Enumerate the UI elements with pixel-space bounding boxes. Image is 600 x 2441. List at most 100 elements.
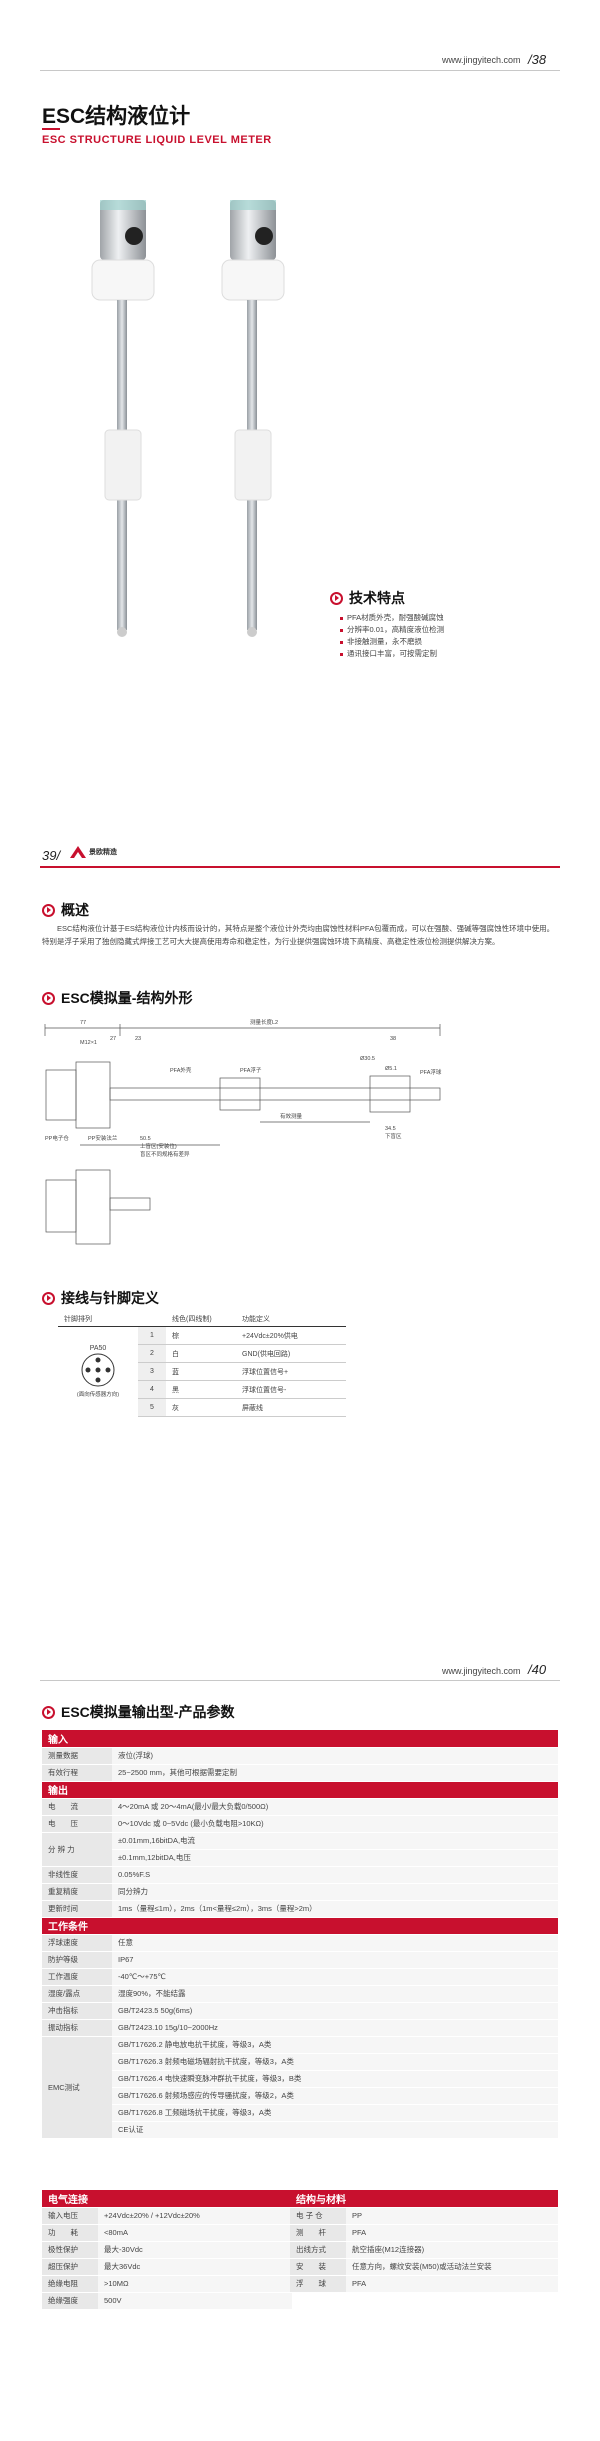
pin-color: 灰 xyxy=(166,1398,236,1417)
param-label: 分 辨 力 xyxy=(42,1832,112,1867)
param-label: 非线性度 xyxy=(42,1866,112,1884)
param-value: PP xyxy=(346,2207,558,2225)
table-row: GB/T17626.3 射频电磁场辐射抗干扰度，等级3，A类 xyxy=(42,2053,558,2071)
table-row: 浮球速度任意 xyxy=(42,1934,558,1952)
pin-diagram-cell: PA50 (面向传感器方向) xyxy=(58,1327,138,1417)
page-40: www.jingyitech.com /40 ESC模拟量输出型-产品参数 输入… xyxy=(0,1660,600,2441)
table-row: ±0.1mm,12bitDA,电压 xyxy=(42,1849,558,1867)
param-label: 工作温度 xyxy=(42,1968,112,1986)
dim-label: M12×1 xyxy=(80,1040,97,1046)
param-label: 电 压 xyxy=(42,1815,112,1833)
dim-label: PP电子仓 xyxy=(45,1134,69,1142)
dim-label: 上盲区(安装位) xyxy=(140,1142,177,1150)
param-label: 极性保护 xyxy=(42,2241,98,2259)
param-label: 有效行程 xyxy=(42,1764,112,1782)
dim-label: 50.5 xyxy=(140,1136,151,1142)
section-header-row: 结构与材料 xyxy=(290,2190,558,2208)
param-value: 0～10Vdc 或 0~5Vdc (最小负载电阻>10KΩ) xyxy=(112,1815,558,1833)
param-value: GB/T17626.8 工频磁场抗干扰度，等级3，A类 xyxy=(112,2104,558,2122)
param-value: 任意方向，螺纹安装(M50)或活动法兰安装 xyxy=(346,2258,558,2276)
dim-label: PFA外壳 xyxy=(170,1066,192,1074)
param-value: ±0.1mm,12bitDA,电压 xyxy=(112,1849,558,1867)
param-value: 500V xyxy=(98,2292,292,2310)
footer-logo: 景欧精造 xyxy=(70,846,117,858)
table-row: 出线方式航空插座(M12连接器) xyxy=(290,2241,558,2259)
param-value: GB/T2423.5 50g(6ms) xyxy=(112,2002,558,2020)
param-label: 湿度/露点 xyxy=(42,1985,112,2003)
param-value: >10MΩ xyxy=(98,2275,292,2293)
probe-left xyxy=(91,200,155,637)
table-row: 输入电压+24Vdc±20% / +12Vdc±20% xyxy=(42,2207,292,2225)
section-title: 输入 xyxy=(42,1730,558,1748)
overview-heading: 概述 xyxy=(42,900,89,920)
dimension-drawing: 77 测量长度L2 M12×1 27 23 38 Ø30.5 Ø5.1 PFA外… xyxy=(44,1018,442,1245)
pin-function: 浮球位置信号- xyxy=(236,1380,346,1399)
table-row: GB/T17626.4 电快速瞬变脉冲群抗干扰度，等级3，B类 xyxy=(42,2070,558,2088)
section-header-row: 输入 xyxy=(42,1730,558,1748)
dim-label: 盲区不同规格有差异 xyxy=(140,1150,190,1158)
probe-right xyxy=(221,200,285,637)
param-value: 湿度90%，不能结露 xyxy=(112,1985,558,2003)
pin-col-header: 功能定义 xyxy=(236,1312,346,1327)
param-label: 测 杆 xyxy=(290,2224,346,2242)
pin-color: 白 xyxy=(166,1344,236,1363)
section-title: 输出 xyxy=(42,1781,558,1799)
page-39: 概述 ESC结构液位计基于ES结构液位计内核而设计的，其特点是整个液位计外壳均由… xyxy=(0,860,600,1660)
param-value: 任意 xyxy=(112,1934,558,1952)
overview-text: ESC结构液位计基于ES结构液位计内核而设计的，其特点是整个液位计外壳均由腐蚀性… xyxy=(42,924,555,946)
product-photo xyxy=(91,200,285,637)
param-label: 出线方式 xyxy=(290,2241,346,2259)
param-value: GB/T17626.4 电快速瞬变脉冲群抗干扰度，等级3，B类 xyxy=(112,2070,558,2088)
list-item: 分辨率0.01，高精度液位检测 xyxy=(340,624,444,636)
pin-number: 1 xyxy=(138,1326,166,1345)
param-label: 功 耗 xyxy=(42,2224,98,2242)
param-label: 测量数据 xyxy=(42,1747,112,1765)
param-value: +24Vdc±20% / +12Vdc±20% xyxy=(98,2207,292,2225)
param-value: 0.05%F.S xyxy=(112,1866,558,1884)
list-item: 通讯接口丰富，可按需定制 xyxy=(340,648,444,660)
table-row: 2 白 GND(供电回路) xyxy=(58,1344,346,1363)
param-label: 防护等级 xyxy=(42,1951,112,1969)
table-row: GB/T17626.6 射频场感应的传导骚扰度，等级2，A类 xyxy=(42,2087,558,2105)
dimension-heading: ESC模拟量-结构外形 xyxy=(42,988,192,1008)
pin-number: 3 xyxy=(138,1362,166,1381)
header-red-rule xyxy=(40,866,560,868)
param-value: GB/T2423.10 15g/10~2000Hz xyxy=(112,2019,558,2037)
param-label: 电 子 仓 xyxy=(290,2207,346,2225)
table-row: CE认证 xyxy=(42,2121,558,2139)
table-row: 5 灰 屏蔽线 xyxy=(58,1398,346,1417)
bullet-arrow-icon xyxy=(42,1291,55,1305)
param-value: 最大-30Vdc xyxy=(98,2241,292,2259)
section-title: 工作条件 xyxy=(42,1917,558,1935)
header-url[interactable]: www.jingyitech.com xyxy=(442,55,521,65)
param-value: -40℃～+75℃ xyxy=(112,1968,558,1986)
section-header-row: 工作条件 xyxy=(42,1917,558,1935)
pin-number: 4 xyxy=(138,1380,166,1399)
param-label: 超压保护 xyxy=(42,2258,98,2276)
features-list: PFA材质外壳，耐强酸碱腐蚀 分辨率0.01，高精度液位检测 非接触测量，永不磨… xyxy=(340,612,444,660)
pin-col-header: 针脚排列 xyxy=(58,1312,138,1327)
param-value: 25~2500 mm，其他可根据需要定制 xyxy=(112,1764,558,1782)
list-item: 非接触测量，永不磨损 xyxy=(340,636,444,648)
section-header-row: 输出 xyxy=(42,1781,558,1799)
pin-function: +24Vdc±20%供电 xyxy=(236,1326,346,1345)
table-row: 3 蓝 浮球位置信号+ xyxy=(58,1362,346,1381)
footer-logo-text: 景欧精造 xyxy=(89,849,117,856)
param-label: 更新时间 xyxy=(42,1900,112,1918)
dimension-title: ESC模拟量-结构外形 xyxy=(61,990,193,1006)
header-url[interactable]: www.jingyitech.com xyxy=(442,1666,521,1676)
page-title: ESC结构液位计 xyxy=(42,105,191,128)
table-row: 4 黑 浮球位置信号- xyxy=(58,1380,346,1399)
pin-definition-table: 针脚排列 线色(四线制) 功能定义 PA50 (面向传感器方向) xyxy=(58,1312,346,1417)
overview-title: 概述 xyxy=(61,902,89,918)
